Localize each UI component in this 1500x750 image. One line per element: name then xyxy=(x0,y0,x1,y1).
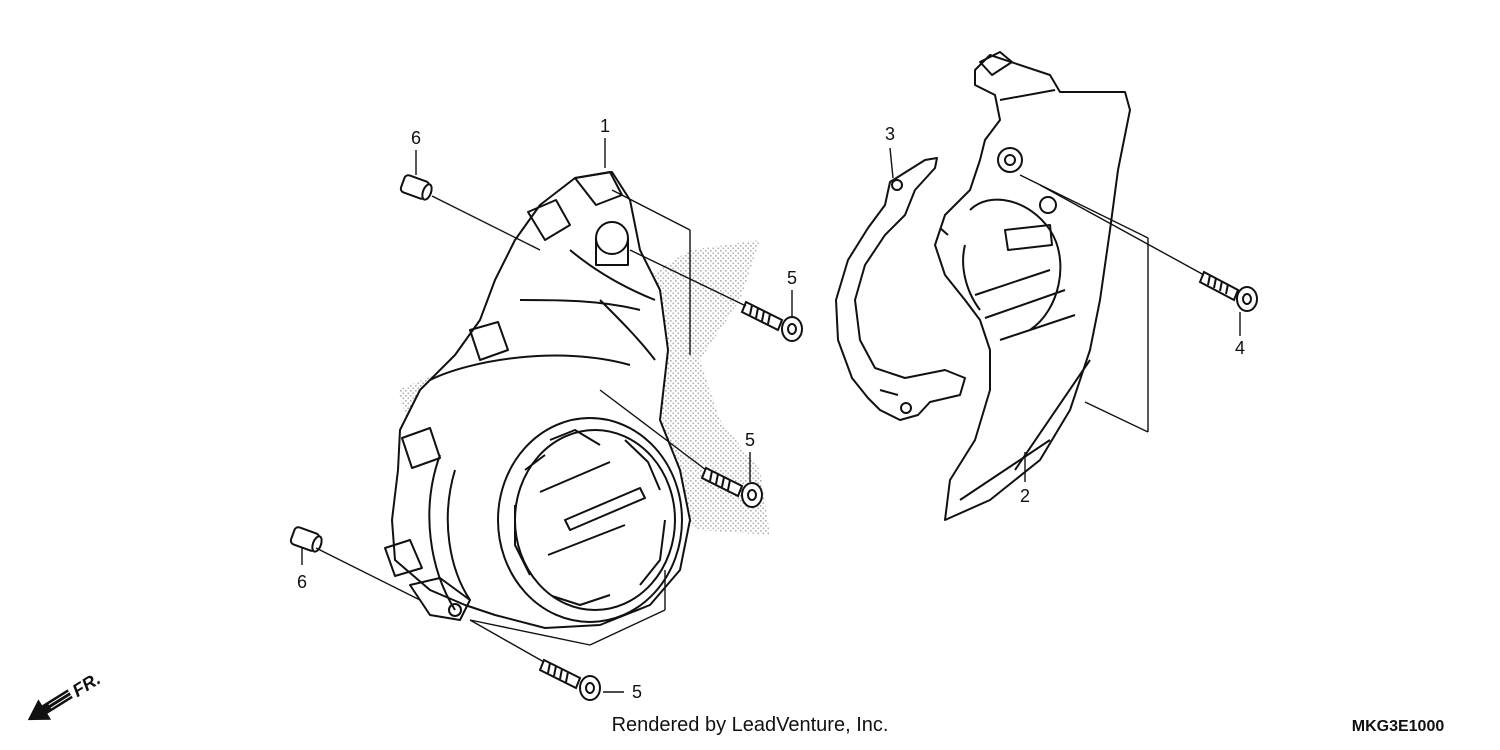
callout-6-upper: 6 xyxy=(411,128,421,148)
front-direction-arrow: FR. xyxy=(27,669,104,721)
credit-text: Rendered by LeadVenture, Inc. xyxy=(612,714,889,736)
callout-2: 2 xyxy=(1020,486,1030,506)
dowel-pin-upper xyxy=(399,174,433,201)
leader-lines xyxy=(301,138,1241,693)
bolt-lower xyxy=(538,658,601,701)
callout-3: 3 xyxy=(885,124,895,144)
callouts: 1 2 3 4 5 5 5 6 6 xyxy=(297,116,1245,702)
callout-5-lower: 5 xyxy=(632,682,642,702)
bolt-sprocket-cover xyxy=(1198,270,1258,312)
dowel-pin-lower xyxy=(289,526,323,553)
sprocket-cover xyxy=(934,51,1131,521)
front-arrow-label: FR. xyxy=(69,669,104,701)
callout-1: 1 xyxy=(600,116,610,136)
callout-5-upper: 5 xyxy=(787,268,797,288)
callout-4: 4 xyxy=(1235,338,1245,358)
callout-6-lower: 6 xyxy=(297,572,307,592)
gasket xyxy=(835,157,966,421)
diagram-code: MKG3E1000 xyxy=(1352,718,1445,735)
bolt-upper xyxy=(740,300,803,342)
callout-5-middle: 5 xyxy=(745,430,755,450)
bolt-middle xyxy=(700,466,763,508)
generator-cover xyxy=(384,171,691,629)
